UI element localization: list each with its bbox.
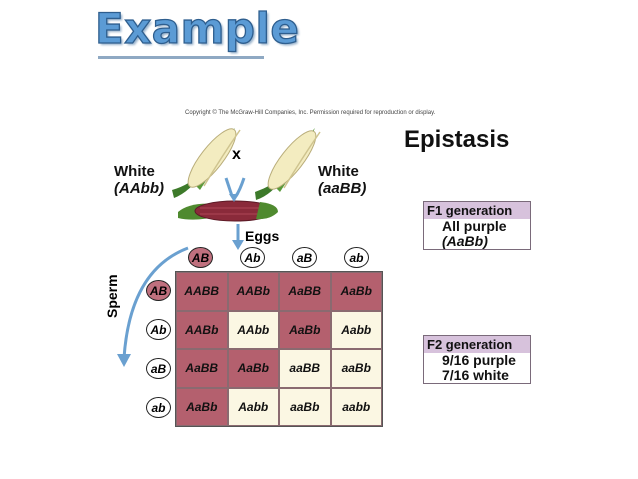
- cross-arrows: [224, 177, 246, 197]
- sperm-gamete: AB: [146, 280, 171, 301]
- title-underline: [98, 56, 264, 59]
- parent-left-genotype: (AAbb): [114, 180, 164, 197]
- f1-header: F1 generation: [424, 202, 530, 219]
- parent-left-phenotype: White: [114, 163, 155, 180]
- punnett-cell: AAbb: [227, 310, 279, 349]
- parent-right-genotype: (aaBB): [318, 180, 367, 197]
- punnett-cell: AaBB: [176, 349, 228, 388]
- punnett-cell: AABb: [176, 310, 228, 349]
- punnett-cell: AaBb: [227, 349, 279, 388]
- sperm-arrow: [117, 246, 189, 367]
- punnett-cell: AaBB: [279, 272, 331, 311]
- punnett-cell: AaBb: [176, 387, 228, 426]
- egg-gamete: AB: [188, 247, 213, 268]
- white-corn-right-icon: [255, 128, 321, 200]
- f1-phenotype: All purple: [442, 218, 507, 234]
- cross-symbol: x: [232, 146, 241, 163]
- f2-ratio-white: 7/16 white: [442, 367, 509, 383]
- white-corn-left-icon: [172, 128, 241, 198]
- punnett-cell: aabb: [330, 387, 382, 426]
- f2-ratio-purple: 9/16 purple: [442, 352, 516, 368]
- punnett-cell: AaBb: [330, 272, 382, 311]
- sperm-gamete: ab: [146, 397, 171, 418]
- f2-generation-box: F2 generation 9/16 purple 7/16 white: [423, 335, 531, 384]
- purple-corn-icon: [178, 200, 278, 222]
- punnett-cell: Aabb: [330, 310, 382, 349]
- punnett-square: AABB AABb AaBB AaBb AABb AAbb AaBb Aabb …: [175, 271, 383, 427]
- punnett-cell: AABb: [227, 272, 279, 311]
- copyright-notice: Copyright © The McGraw-Hill Companies, I…: [185, 110, 436, 116]
- sperm-gamete: aB: [146, 358, 171, 379]
- f2-body: 9/16 purple 7/16 white: [424, 353, 530, 383]
- diagram-heading: Epistasis: [404, 126, 510, 153]
- egg-gamete: ab: [344, 247, 369, 268]
- egg-gamete: aB: [292, 247, 317, 268]
- f1-body: All purple (AaBb): [424, 219, 530, 249]
- corn-illustrations: [172, 128, 321, 222]
- f1-generation-box: F1 generation All purple (AaBb): [423, 201, 531, 250]
- punnett-cell: aaBb: [330, 349, 382, 388]
- eggs-arrow: [232, 224, 244, 250]
- sperm-gamete: Ab: [146, 319, 171, 340]
- punnett-cell: aaBb: [279, 387, 331, 426]
- parent-right-phenotype: White: [318, 163, 359, 180]
- parent-right-label: White (aaBB): [318, 163, 366, 197]
- egg-gamete: Ab: [240, 247, 265, 268]
- punnett-cell: aaBB: [279, 349, 331, 388]
- slide-title: Example: [94, 4, 300, 53]
- sperm-label: Sperm: [104, 274, 120, 318]
- eggs-label: Eggs: [245, 228, 280, 244]
- punnett-cell: Aabb: [227, 387, 279, 426]
- f1-genotype: (AaBb): [442, 233, 488, 249]
- punnett-cell: AaBb: [279, 310, 331, 349]
- f2-header: F2 generation: [424, 336, 530, 353]
- punnett-cell: AABB: [176, 272, 228, 311]
- parent-left-label: White (AAbb): [114, 163, 164, 197]
